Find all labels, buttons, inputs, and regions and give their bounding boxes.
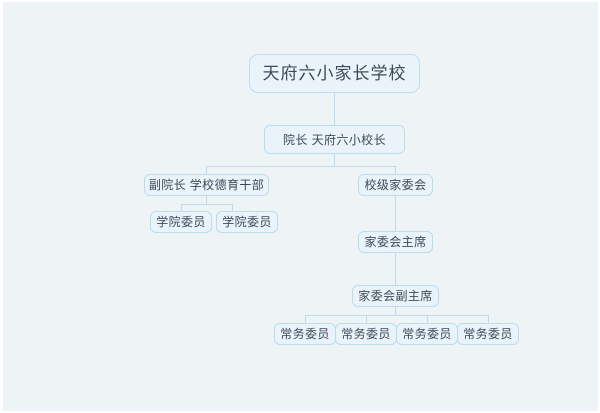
connector-bus-to-college-member-1 — [181, 204, 182, 211]
connector-vice-chair-drop — [395, 307, 396, 315]
node-college-member-2[interactable]: 学院委员 — [216, 211, 278, 233]
connector-bus-to-standing-1 — [305, 315, 306, 323]
connector-school-committee-to-chair — [395, 196, 396, 231]
connector-bus-to-college-member-2 — [232, 204, 233, 211]
node-committee-chair[interactable]: 家委会主席 — [358, 231, 433, 253]
connector-bus-to-standing-4 — [488, 315, 489, 323]
node-vice-principal[interactable]: 副院长 学校德育干部 — [144, 174, 269, 196]
connector-bus-to-standing-2 — [366, 315, 367, 323]
node-school-committee[interactable]: 校级家委会 — [358, 174, 433, 196]
diagram-canvas: 天府六小家长学校 院长 天府六小校长 副院长 学校德育干部 校级家委会 学院委员… — [3, 2, 598, 411]
node-standing-member-4[interactable]: 常务委员 — [457, 323, 519, 345]
connector-bus-to-school-committee — [395, 166, 396, 174]
connector-vice-principal-drop — [206, 196, 207, 204]
connector-standing-bus — [305, 315, 489, 316]
node-standing-member-2[interactable]: 常务委员 — [335, 323, 397, 345]
connector-chair-to-vice-chair — [395, 253, 396, 285]
connector-bus-to-vice-principal — [206, 166, 207, 174]
node-standing-member-1[interactable]: 常务委员 — [274, 323, 336, 345]
node-root[interactable]: 天府六小家长学校 — [249, 54, 420, 93]
connector-level3-bus — [206, 166, 396, 167]
connector-root-to-principal — [334, 93, 335, 125]
node-principal[interactable]: 院长 天府六小校长 — [264, 125, 405, 154]
node-standing-member-3[interactable]: 常务委员 — [396, 323, 458, 345]
connector-college-bus — [181, 204, 232, 205]
connector-principal-drop — [334, 154, 335, 166]
connector-bus-to-standing-3 — [427, 315, 428, 323]
node-college-member-1[interactable]: 学院委员 — [150, 211, 212, 233]
node-committee-vice-chair[interactable]: 家委会副主席 — [352, 285, 439, 307]
